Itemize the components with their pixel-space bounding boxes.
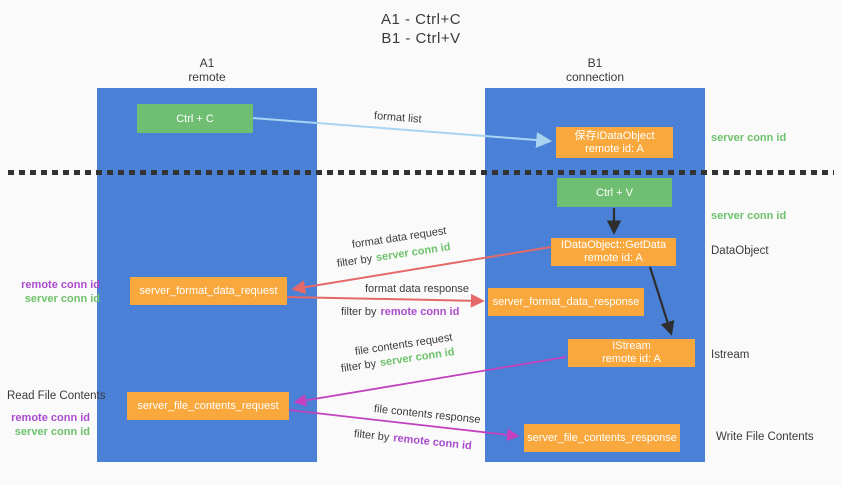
- dotted-separator-line: [8, 170, 834, 175]
- format-list-label: format list: [373, 110, 423, 126]
- server-file-contents-request-node: server_file_contents_request: [127, 392, 289, 420]
- getdata-subtitle: remote id: A: [584, 252, 643, 264]
- remote-conn-id-annotation: remote conn id: [21, 279, 100, 291]
- server-file-contents-request-label: server_file_contents_request: [137, 400, 279, 412]
- server-file-contents-response-node: server_file_contents_response: [524, 424, 680, 452]
- lifeline-b1-name: B1: [587, 56, 603, 70]
- istream-node: IStream remote id: A: [568, 339, 695, 367]
- title-line-2: B1 - Ctrl+V: [381, 30, 461, 47]
- ctrl-c-node: Ctrl + C: [137, 104, 253, 133]
- lifeline-a1-name: A1: [199, 56, 215, 70]
- lifeline-a1-role: remote: [188, 70, 226, 84]
- istream-side-label: Istream: [711, 349, 750, 361]
- server-format-data-response-label: server_format_data_response: [492, 296, 640, 308]
- left-conn-id-annotation-2: remote conn id server conn id: [0, 411, 90, 439]
- filter-by-text: filter by: [340, 357, 377, 375]
- save-dataobject-subtitle: remote id: A: [585, 142, 644, 155]
- istream-title: IStream: [612, 340, 651, 352]
- server-format-data-request-node: server_format_data_request: [130, 277, 287, 305]
- istream-subtitle: remote id: A: [602, 353, 661, 365]
- remote-conn-id-text: remote conn id: [380, 306, 460, 318]
- format-data-response-label: format data response: [365, 283, 469, 295]
- filter-by-text: filter by: [341, 306, 377, 318]
- server-format-data-request-label: server_format_data_request: [139, 285, 278, 297]
- ctrl-v-label: Ctrl + V: [596, 186, 633, 199]
- getdata-title: IDataObject::GetData: [560, 239, 667, 251]
- server-file-contents-response-label: server_file_contents_response: [527, 432, 677, 444]
- diagram-title: A1 - Ctrl+C B1 - Ctrl+V: [0, 10, 842, 48]
- remote-conn-id-annotation: remote conn id: [11, 412, 90, 424]
- lifeline-header-a1: A1 remote: [97, 56, 317, 84]
- filter-by-text: filter by: [336, 252, 373, 270]
- ctrl-v-node: Ctrl + V: [557, 178, 672, 207]
- title-line-1: A1 - Ctrl+C: [380, 11, 462, 28]
- write-file-contents-label: Write File Contents: [716, 431, 814, 443]
- left-conn-id-annotation-1: remote conn id server conn id: [0, 278, 100, 306]
- server-conn-id-annotation: server conn id: [24, 293, 100, 305]
- dataobject-label: DataObject: [711, 245, 769, 257]
- read-file-contents-label: Read File Contents: [7, 390, 106, 402]
- server-format-data-response-node: server_format_data_response: [488, 288, 644, 316]
- save-dataobject-title: 保存IDataObject: [574, 129, 655, 142]
- server-conn-id-annotation: server conn id: [14, 426, 90, 438]
- lifeline-header-b1: B1 connection: [485, 56, 705, 84]
- ctrl-c-label: Ctrl + C: [176, 112, 214, 125]
- server-conn-id-right-2: server conn id: [711, 210, 787, 222]
- server-conn-id-right-1: server conn id: [711, 132, 787, 144]
- filter-by-text: filter by: [353, 428, 390, 444]
- file-contents-response-label: file contents response: [373, 403, 482, 427]
- remote-conn-id-text: remote conn id: [392, 432, 473, 453]
- lifeline-b1-role: connection: [565, 70, 625, 84]
- getdata-node: IDataObject::GetData remote id: A: [551, 238, 676, 266]
- save-dataobject-node: 保存IDataObject remote id: A: [556, 127, 673, 158]
